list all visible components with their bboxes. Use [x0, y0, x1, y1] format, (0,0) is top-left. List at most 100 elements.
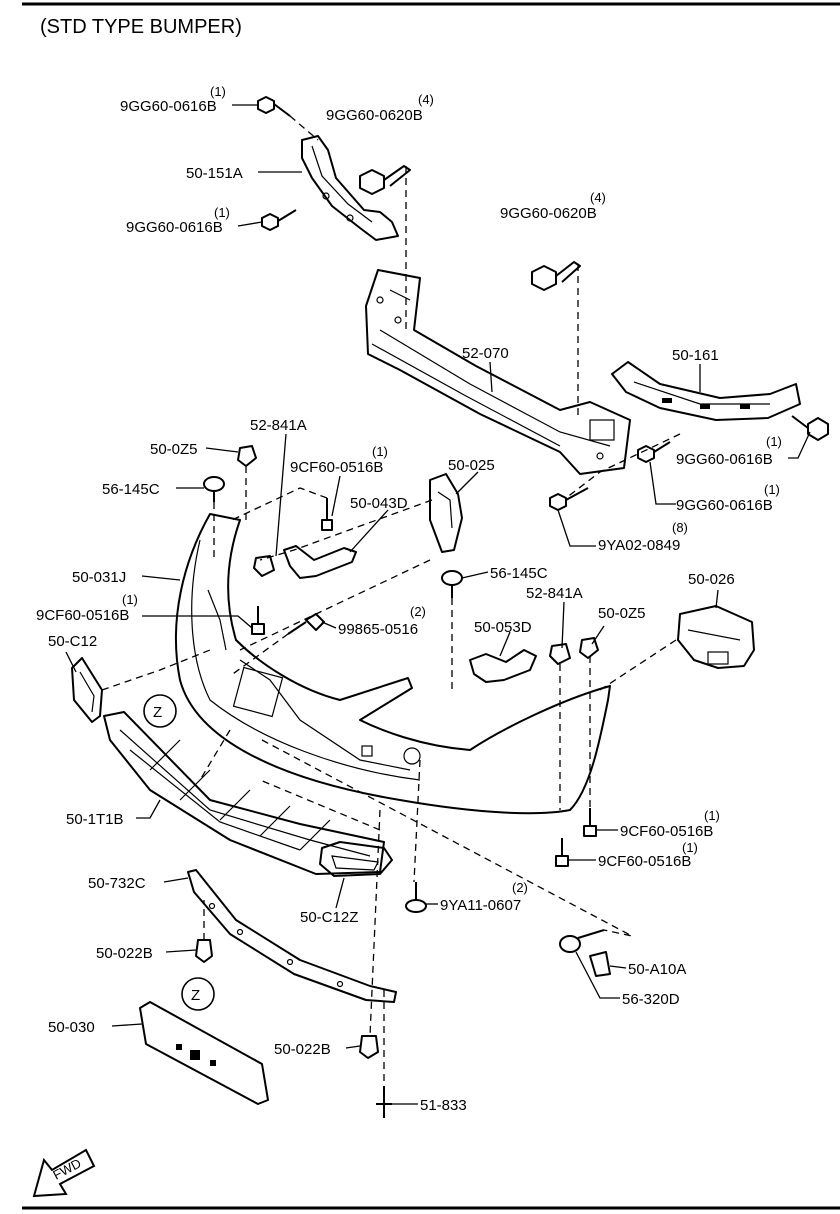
clip-50-022B-a[interactable] — [195, 939, 213, 963]
bracket-50-151A[interactable] — [301, 135, 399, 241]
svg-text:Z: Z — [191, 987, 200, 1004]
svg-text:9CF60-0516B: 9CF60-0516B — [620, 823, 713, 840]
svg-text:50-053D: 50-053D — [474, 619, 532, 636]
callout-9CF60-0516B-a: (1) 9CF60-0516B — [290, 444, 388, 476]
clip-52-841A-b[interactable] — [549, 643, 571, 665]
callout-50-C12Z: 50-C12Z — [300, 909, 358, 926]
svg-text:50-022B: 50-022B — [96, 945, 153, 962]
rivet-56-145C-a[interactable] — [203, 476, 225, 502]
screw-9CF60-0516B-d[interactable] — [555, 838, 569, 867]
bolt-9GG60-0616B-d[interactable] — [637, 441, 671, 463]
svg-text:9CF60-0516B: 9CF60-0516B — [290, 459, 383, 476]
bolt-9GG60-0616B-a[interactable] — [257, 96, 291, 117]
svg-text:(1): (1) — [372, 444, 388, 459]
callout-9CF60-0516B-b: (1) 9CF60-0516B — [36, 592, 138, 624]
svg-text:52-841A: 52-841A — [526, 585, 583, 602]
bolt-9YA11-0607[interactable] — [405, 882, 427, 913]
callout-50-0Z5-a: 50-0Z5 — [150, 441, 198, 458]
callout-9YA02-0849: (8) 9YA02-0849 — [598, 520, 688, 554]
svg-text:(4): (4) — [590, 190, 606, 205]
grille-50-1T1B[interactable] — [103, 711, 385, 875]
screw-9CF60-0516B-a[interactable] — [321, 498, 333, 531]
bracket-50-053D[interactable] — [469, 649, 537, 683]
callout-9YA11-0607: (2) 9YA11-0607 — [440, 880, 528, 914]
tow-hook-cover-50-A10A[interactable] — [589, 951, 611, 977]
clip-50-0Z5-a[interactable] — [237, 445, 257, 467]
screw-99865-0516[interactable] — [287, 613, 325, 635]
callout-51-833: 51-833 — [420, 1097, 467, 1114]
svg-text:9GG60-0620B: 9GG60-0620B — [500, 205, 597, 222]
svg-text:9GG60-0616B: 9GG60-0616B — [126, 219, 223, 236]
svg-text:50-A10A: 50-A10A — [628, 961, 686, 978]
bracket-50-043D[interactable] — [283, 545, 357, 579]
svg-text:51-833: 51-833 — [420, 1097, 467, 1114]
svg-text:(4): (4) — [418, 92, 434, 107]
bolt-9GG60-0616B-c[interactable] — [791, 415, 829, 441]
clip-50-022B-b[interactable] — [359, 1035, 379, 1059]
callout-50-031J: 50-031J — [72, 569, 126, 586]
tow-hook-56-320D[interactable] — [559, 929, 605, 953]
bezel-50-C12Z[interactable] — [319, 841, 393, 877]
callout-50-022B-a: 50-022B — [96, 945, 153, 962]
svg-text:50-1T1B: 50-1T1B — [66, 811, 124, 828]
callout-52-841A-b: 52-841A — [526, 585, 583, 602]
svg-text:9YA02-0849: 9YA02-0849 — [598, 537, 680, 554]
callout-50-151A: 50-151A — [186, 165, 243, 182]
svg-text:(2): (2) — [512, 880, 528, 895]
callout-9GG60-0616B-a: (1) 9GG60-0616B — [120, 84, 226, 115]
callout-9GG60-0620B-b: (4) 9GG60-0620B — [500, 190, 606, 222]
svg-text:99865-0516: 99865-0516 — [338, 621, 418, 638]
clip-52-841A-a[interactable] — [253, 555, 275, 577]
svg-text:9GG60-0616B: 9GG60-0616B — [676, 497, 773, 514]
leader-lines — [65, 104, 811, 1105]
bracket-50-026[interactable] — [677, 605, 755, 669]
bolt-9GG60-0620B-b[interactable] — [531, 261, 581, 291]
svg-text:50-022B: 50-022B — [274, 1041, 331, 1058]
svg-text:(1): (1) — [682, 840, 698, 855]
bolt-9GG60-0620B-a[interactable] — [359, 165, 411, 195]
callout-50-A10A: 50-A10A — [628, 961, 686, 978]
callout-50-0Z5-b: 50-0Z5 — [598, 605, 646, 622]
bolt-9GG60-0616B-b[interactable] — [261, 209, 297, 231]
svg-text:(1): (1) — [704, 808, 720, 823]
svg-text:50-043D: 50-043D — [350, 495, 408, 512]
callout-9GG60-0620B-a: (4) 9GG60-0620B — [326, 92, 434, 124]
reinforcement-52-070[interactable] — [365, 269, 631, 475]
svg-text:(8): (8) — [672, 520, 688, 535]
callout-50-043D: 50-043D — [350, 495, 408, 512]
screw-9CF60-0516B-c[interactable] — [583, 808, 597, 837]
svg-text:9CF60-0516B: 9CF60-0516B — [598, 853, 691, 870]
svg-text:(1): (1) — [122, 592, 138, 607]
callout-50-030: 50-030 — [48, 1019, 95, 1036]
strip-50-732C[interactable] — [187, 869, 397, 1003]
bracket-50-161[interactable] — [611, 361, 801, 421]
fwd-arrow-icon: FWD — [32, 1148, 96, 1198]
callout-50-022B-b: 50-022B — [274, 1041, 331, 1058]
callout-50-025: 50-025 — [448, 457, 495, 474]
svg-text:9CF60-0516B: 9CF60-0516B — [36, 607, 129, 624]
callout-9GG60-0616B-b: (1) 9GG60-0616B — [126, 205, 230, 236]
fastener-51-833[interactable] — [376, 1086, 392, 1118]
svg-text:9YA11-0607: 9YA11-0607 — [440, 897, 521, 914]
assembly-lines — [101, 115, 681, 1086]
svg-text:50-732C: 50-732C — [88, 875, 146, 892]
bezel-50-C12[interactable] — [71, 657, 103, 723]
screw-9CF60-0516B-b[interactable] — [251, 606, 265, 635]
bolt-9YA02-0849[interactable] — [549, 487, 589, 511]
callout-50-053D: 50-053D — [474, 619, 532, 636]
svg-text:9GG60-0616B: 9GG60-0616B — [120, 98, 217, 115]
svg-text:50-C12Z: 50-C12Z — [300, 909, 358, 926]
bracket-50-025[interactable] — [429, 473, 463, 553]
svg-text:9GG60-0620B: 9GG60-0620B — [326, 107, 423, 124]
callout-50-026: 50-026 — [688, 571, 735, 588]
diagram-title: (STD TYPE BUMPER) — [40, 16, 242, 38]
clip-50-0Z5-b[interactable] — [579, 637, 599, 659]
svg-text:50-161: 50-161 — [672, 347, 719, 364]
view-marker-z-1: Z — [143, 694, 177, 728]
svg-text:(2): (2) — [410, 604, 426, 619]
svg-text:50-030: 50-030 — [48, 1019, 95, 1036]
license-bracket-50-030[interactable] — [139, 1001, 269, 1105]
svg-text:(1): (1) — [766, 434, 782, 449]
rivet-56-145C-b[interactable] — [441, 570, 463, 598]
bumper-fascia-50-031J[interactable] — [174, 513, 611, 815]
